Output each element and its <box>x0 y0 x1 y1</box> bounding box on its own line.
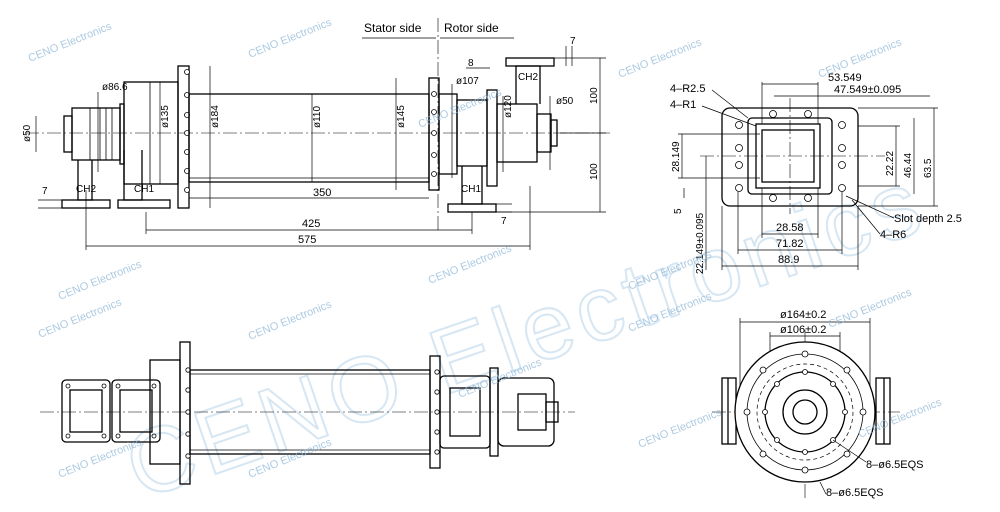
dim-d106: ø106±0.2 <box>780 324 826 336</box>
stator-side-label: Stator side <box>364 21 422 35</box>
side-view <box>40 341 575 485</box>
dim-w53-549: 53.549 <box>828 72 862 84</box>
dim-w47-549: 47.549±0.095 <box>834 84 901 96</box>
watermark-text: CENO Electronics <box>247 298 334 343</box>
watermark-text: CENO Electronics <box>37 296 124 341</box>
watermark-text: CENO Electronics <box>27 20 114 65</box>
dim-w28-58: 28.58 <box>776 222 804 234</box>
ch1-left-label: CH1 <box>134 184 154 195</box>
dim-d135: ø135 <box>160 105 171 128</box>
dim-h28-149: 28.149 <box>671 141 682 172</box>
watermark-text: CENO Electronics <box>637 406 724 451</box>
label-r6: 4–R6 <box>880 229 906 241</box>
dim-d50-right: ø50 <box>556 96 574 107</box>
dim-w7-right: 7 <box>501 216 507 227</box>
dim-l425: 425 <box>302 218 320 230</box>
dim-d184: ø184 <box>210 105 221 128</box>
dim-w71-82: 71.82 <box>776 238 804 250</box>
flange-view: 4–R2.5 4–R1 53.549 47.549±0.095 22.22 46… <box>670 72 962 274</box>
front-view: CH2 CH1 CH1 CH2 Stator side Rotor side ø… <box>22 18 610 250</box>
ch2-left-label: CH2 <box>76 184 96 195</box>
dim-h63-5: 63.5 <box>923 158 934 178</box>
dim-h22-22: 22.22 <box>885 151 896 176</box>
dim-h5: 5 <box>673 208 684 214</box>
label-r2-5: 4–R2.5 <box>670 83 705 95</box>
dim-w7-left: 7 <box>42 186 48 197</box>
dim-h22-149: 22.149±0.095 <box>695 212 706 274</box>
dim-d86-6: ø86.6 <box>102 82 128 93</box>
watermark-text: CENO Electronics <box>247 16 334 61</box>
watermark-text: CENO Electronics <box>57 258 144 303</box>
dim-w88-9: 88.9 <box>778 254 799 266</box>
dim-h100-bottom: 100 <box>589 163 600 180</box>
label-holes-b: 8–ø6.5EQS <box>826 487 883 499</box>
dim-w8: 8 <box>468 58 474 69</box>
ch1-right-label: CH1 <box>461 184 481 195</box>
dim-d120: ø120 <box>503 95 514 118</box>
dim-d50-left: ø50 <box>22 124 33 142</box>
watermark-text: CENO Electronics <box>617 36 704 81</box>
watermark-text: CENO Electronics <box>417 86 504 131</box>
dim-h46-44: 46.44 <box>903 153 914 178</box>
label-r1: 4–R1 <box>670 99 696 111</box>
dim-d145: ø145 <box>396 105 407 128</box>
dim-d110: ø110 <box>312 106 323 128</box>
dim-h100-top: 100 <box>589 87 600 104</box>
watermark-text: CENO Electronics <box>427 242 514 287</box>
end-view: ø164±0.2 ø106±0.2 8–ø6 <box>712 309 923 500</box>
label-holes-a: 8–ø6.5EQS <box>866 459 923 471</box>
dim-w7-top: 7 <box>570 36 576 47</box>
label-slot-depth: Slot depth 2.5 <box>894 213 962 225</box>
dim-l350: 350 <box>313 187 331 199</box>
dim-l575: 575 <box>298 234 316 246</box>
dim-d107: ø107 <box>456 76 479 87</box>
ch2-right-label: CH2 <box>518 72 538 83</box>
dim-d164: ø164±0.2 <box>780 309 826 321</box>
rotor-side-label: Rotor side <box>444 21 499 35</box>
